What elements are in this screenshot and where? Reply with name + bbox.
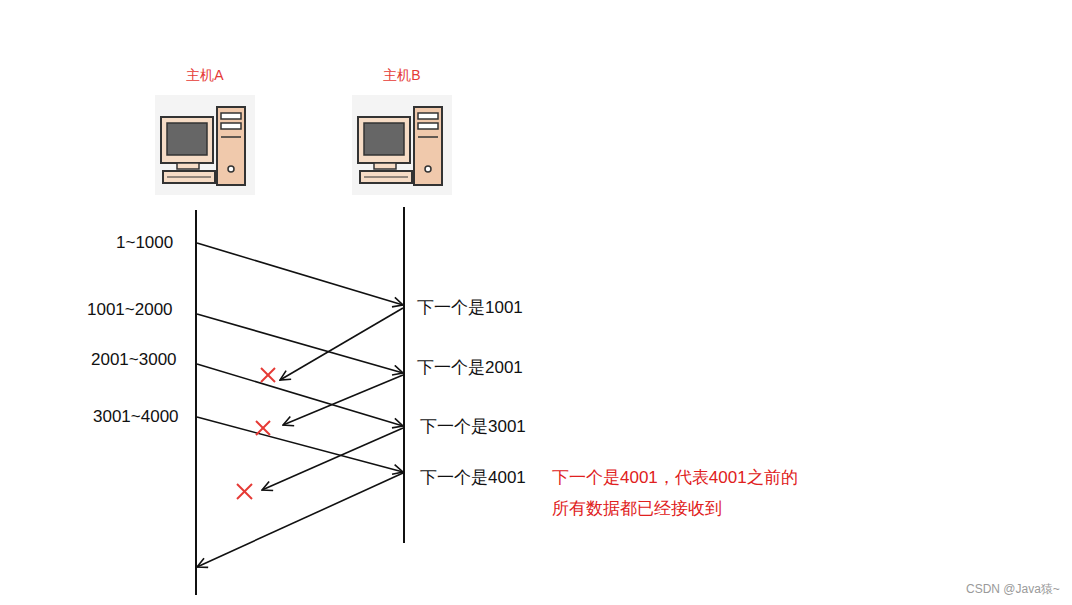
computer-icon [155, 95, 255, 195]
host-name: 主机A [155, 66, 255, 84]
note: 下一个是4001，代表4001之前的 所有数据都已经接收到 [552, 462, 852, 524]
ack-label: 下一个是2001 [417, 357, 523, 379]
host-name: 主机B [352, 66, 452, 84]
loss-marks [237, 368, 275, 499]
timeline [403, 207, 405, 543]
byte-range: 1001~2000 [87, 299, 173, 321]
ack-label: 下一个是4001 [420, 467, 526, 489]
data-segments [197, 243, 403, 472]
byte-range: 3001~4000 [93, 406, 179, 428]
ack-label: 下一个是3001 [420, 416, 526, 438]
computer-icon [352, 95, 452, 195]
ack-arrows [197, 308, 403, 567]
host-node: 主机B [352, 66, 452, 195]
byte-range: 2001~3000 [91, 349, 177, 371]
watermark: CSDN @Java猿~ [966, 578, 1060, 600]
host-node: 主机A [155, 66, 255, 195]
byte-range: 1~1000 [116, 232, 173, 254]
timeline [195, 210, 197, 595]
ack-label: 下一个是1001 [417, 297, 523, 319]
